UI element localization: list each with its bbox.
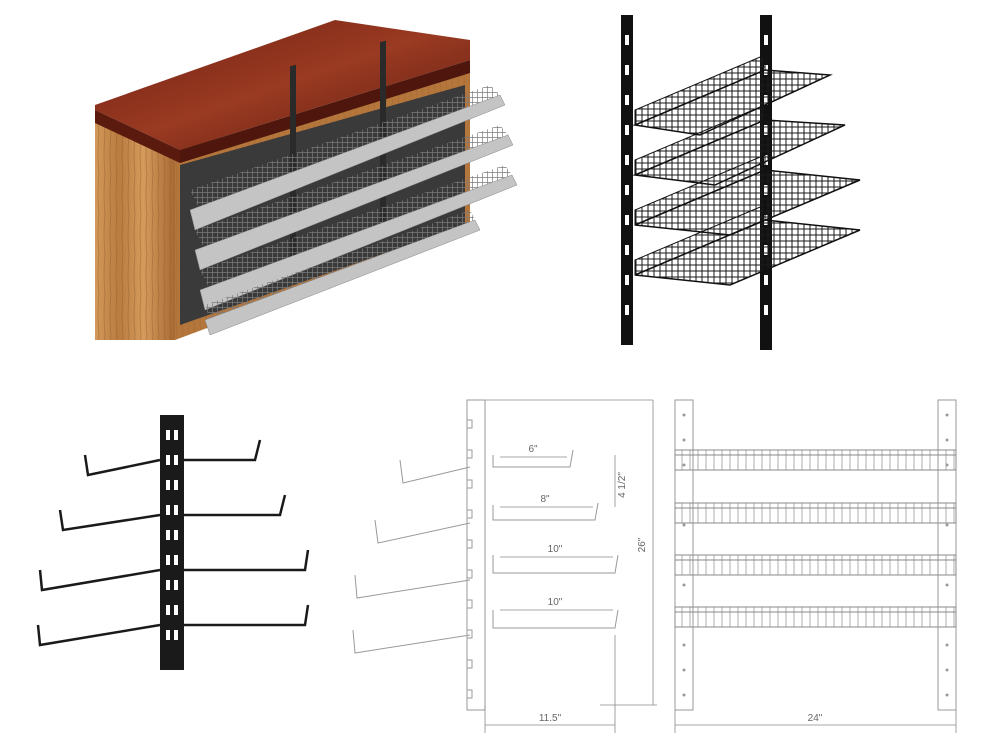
pull-out-wire-shelf [194, 125, 514, 271]
wire-basket-shelf [634, 154, 861, 236]
shelf-bracket-right [184, 604, 310, 627]
wire-shelf-front [674, 502, 957, 524]
countertop [95, 20, 470, 150]
dimension-label: 11.5" [539, 713, 562, 724]
pull-out-wire-shelf [189, 85, 506, 231]
wire-shelf-front [674, 606, 957, 628]
pull-out-wire-shelf [204, 210, 481, 336]
shelf-bracket-left [36, 623, 161, 647]
side-view-dimensioned: 6" 8" 10" 10" 4 1/2" 26" 11.5" [345, 395, 665, 740]
wire-basket-shelf [632, 54, 833, 136]
dimension-label: 26" [637, 537, 648, 552]
shelf-bracket-right [184, 494, 287, 517]
front-view-dimensioned: 24" [670, 395, 970, 740]
shelf-bracket-left [58, 509, 161, 532]
dimension-label: 10" [548, 597, 563, 608]
wire-shelf-render [615, 10, 875, 350]
shelf-bracket-left [83, 454, 161, 477]
shelf-bracket-right [184, 549, 310, 572]
pull-out-wire-shelf [199, 165, 518, 311]
dimension-label: 10" [548, 544, 563, 555]
standard-upright [621, 15, 633, 345]
shelf-bracket-left [38, 568, 161, 592]
standard-upright [466, 399, 486, 711]
side-view-silhouette [30, 410, 320, 680]
wire-shelf-front [674, 554, 957, 576]
wire-basket-shelf [634, 204, 861, 286]
wire-shelf-front [674, 449, 957, 471]
wire-basket-shelf [632, 104, 846, 186]
dimension-label: 8" [540, 494, 550, 505]
standard-upright [160, 415, 184, 670]
dimension-label: 4 1/2" [617, 472, 628, 498]
shelf-bracket-right [184, 439, 262, 462]
dimension-label: 6" [528, 444, 538, 455]
counter-render [90, 15, 520, 345]
dimension-label: 24" [808, 713, 823, 724]
